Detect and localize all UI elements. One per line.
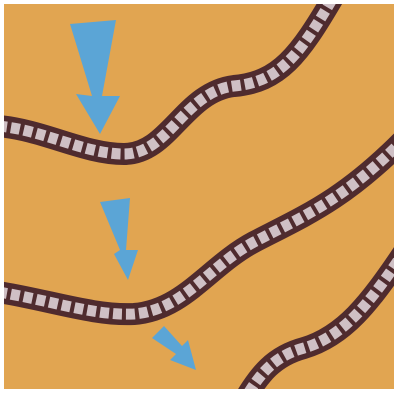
game-scene [4,4,394,389]
game-board [4,4,394,389]
